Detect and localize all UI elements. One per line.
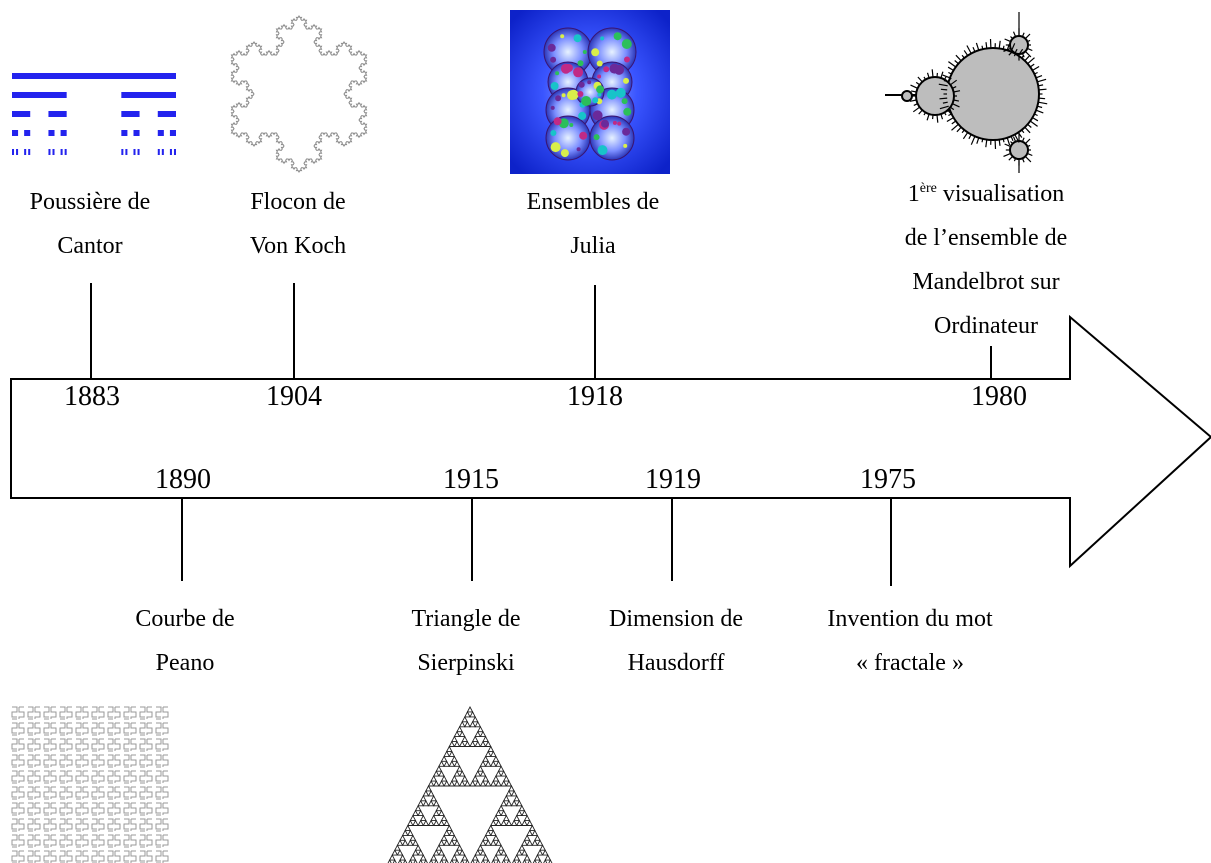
- label-fractale-line2: « fractale »: [856, 650, 964, 676]
- label-hausdorff-line2: Hausdorff: [627, 650, 725, 676]
- year-1918: 1918: [567, 381, 623, 412]
- year-1980: 1980: [971, 381, 1027, 412]
- label-hausdorff-line1: Dimension de: [609, 606, 743, 632]
- cantor-dust-image: [12, 73, 176, 155]
- label-mandelbrot-superscript: ère: [919, 181, 937, 196]
- year-1975: 1975: [860, 464, 916, 495]
- year-1890: 1890: [155, 464, 211, 495]
- year-1904: 1904: [266, 381, 322, 412]
- tick-1915: [471, 498, 473, 581]
- tick-1975: [890, 498, 892, 586]
- tick-1883: [90, 283, 92, 380]
- tick-1919: [671, 498, 673, 581]
- label-peano-line2: Peano: [155, 650, 215, 676]
- label-sierpinski-line2: Sierpinski: [417, 650, 515, 676]
- sierpinski-triangle-image: [387, 706, 553, 863]
- koch-snowflake-image: [230, 14, 368, 174]
- label-julia-line2: Julia: [570, 233, 616, 259]
- tick-1904: [293, 283, 295, 380]
- label-mandelbrot-ordinal: 1: [907, 181, 920, 207]
- label-cantor-line1: Poussière de: [29, 189, 151, 215]
- label-koch-line2: Von Koch: [249, 233, 347, 259]
- year-1919: 1919: [645, 464, 701, 495]
- peano-curve-image: [10, 705, 170, 863]
- label-mandelbrot-line1: 1ère visualisation: [876, 172, 1096, 216]
- year-1915: 1915: [443, 464, 499, 495]
- tick-1890: [181, 498, 183, 581]
- tick-1980: [990, 346, 992, 380]
- julia-set-image: [510, 10, 670, 174]
- label-mandelbrot-line1-rest: visualisation: [936, 181, 1065, 207]
- label-mandelbrot-line3: Mandelbrot sur: [912, 269, 1060, 295]
- label-mandelbrot-line4: Ordinateur: [934, 313, 1038, 339]
- label-julia-line1: Ensembles de: [526, 189, 660, 215]
- label-cantor-line2: Cantor: [57, 233, 123, 259]
- label-mandelbrot-line2: de l’ensemble de: [904, 225, 1068, 251]
- mandelbrot-set-image: [885, 12, 1048, 173]
- label-koch-line1: Flocon de: [250, 189, 346, 215]
- tick-1918: [594, 285, 596, 380]
- year-1883: 1883: [64, 381, 120, 412]
- label-peano-line1: Courbe de: [135, 606, 235, 632]
- label-fractale-line1: Invention du mot: [827, 606, 993, 632]
- label-sierpinski-line1: Triangle de: [411, 606, 521, 632]
